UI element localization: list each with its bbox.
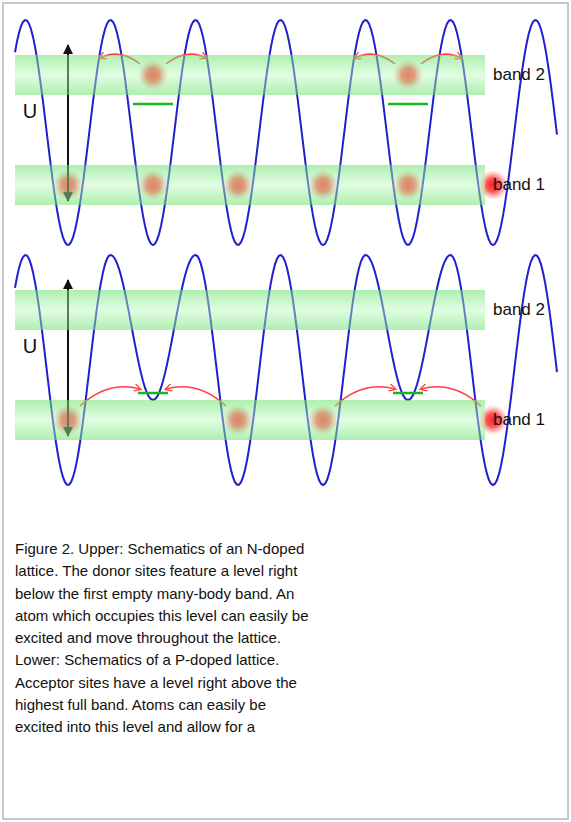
gap-label: U bbox=[23, 100, 37, 123]
atoms bbox=[53, 60, 508, 435]
donor-levels bbox=[133, 103, 428, 106]
hop-arrows bbox=[80, 54, 481, 406]
band-fill bbox=[15, 165, 485, 205]
band-label: band 1 bbox=[493, 175, 545, 195]
energy-band: band 2 bbox=[15, 55, 560, 95]
band-label: band 2 bbox=[493, 300, 545, 320]
gap-label: U bbox=[23, 335, 37, 358]
energy-band: band 2 bbox=[15, 290, 560, 330]
band-fill bbox=[15, 290, 485, 330]
figure-caption: Figure 2. Upper: Schematics of an N-dope… bbox=[15, 538, 311, 739]
lattice-potential bbox=[15, 20, 557, 245]
band-label: band 1 bbox=[493, 410, 545, 430]
band-fill bbox=[15, 55, 485, 95]
energy-band: band 1 bbox=[15, 165, 560, 205]
band-label: band 2 bbox=[493, 65, 545, 85]
energy-band: band 1 bbox=[15, 400, 560, 440]
acceptor-levels bbox=[138, 392, 423, 395]
band-fill bbox=[15, 400, 485, 440]
lattice-potential bbox=[15, 255, 557, 485]
